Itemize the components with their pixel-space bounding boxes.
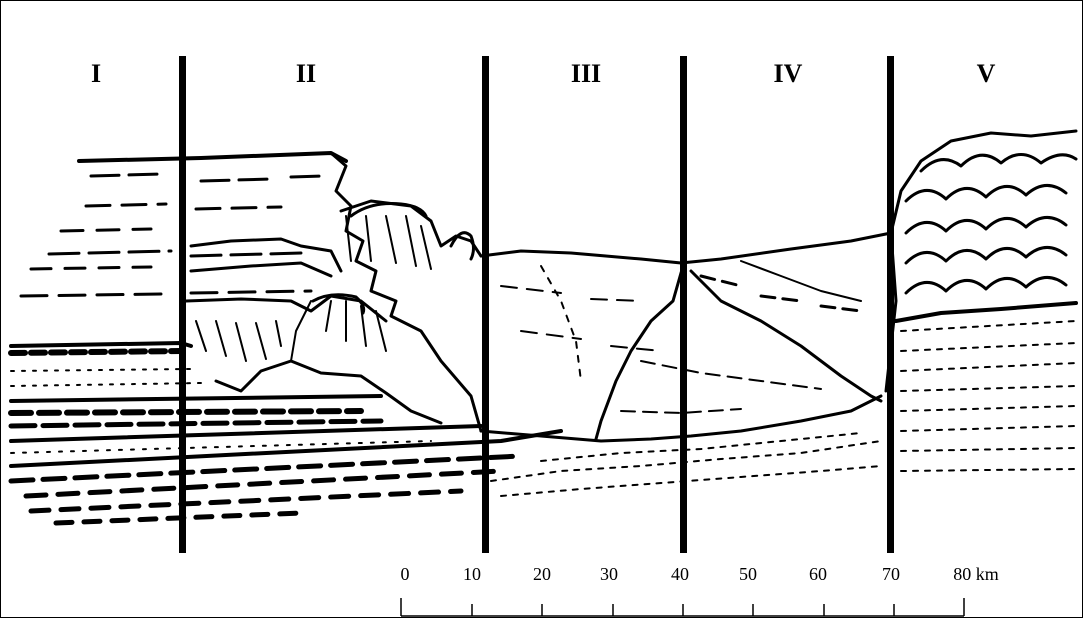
sedimentary-layers	[8, 341, 563, 526]
basement-texture	[490, 320, 1077, 497]
scale-tick-50: 50	[739, 564, 757, 584]
zone-divider-3	[680, 56, 687, 553]
scale-tick-0: 0	[400, 564, 410, 584]
zone-label-3: III	[570, 59, 602, 88]
zone-label-1: I	[90, 59, 102, 88]
zone-divider-4	[887, 56, 894, 553]
scale-tick-80-km: 80 km	[953, 564, 999, 584]
escarpment-cliffs	[184, 151, 483, 433]
scale-tick-10: 10	[463, 564, 481, 584]
scale-tick-60: 60	[809, 564, 827, 584]
scale-tick-70: 70	[882, 564, 900, 584]
scale-tick-30: 30	[600, 564, 618, 584]
zone-label-2: II	[295, 59, 317, 88]
hill-mounds	[884, 129, 1078, 393]
zone-divider-1	[179, 56, 186, 553]
zone-divider-2	[482, 56, 489, 553]
zone-label-5: V	[976, 59, 996, 88]
plateau-strata	[19, 151, 348, 298]
scale-bar-line	[400, 598, 965, 617]
scale-tick-20: 20	[533, 564, 551, 584]
scale-tick-40: 40	[671, 564, 689, 584]
zone-label-4: IV	[773, 59, 803, 88]
